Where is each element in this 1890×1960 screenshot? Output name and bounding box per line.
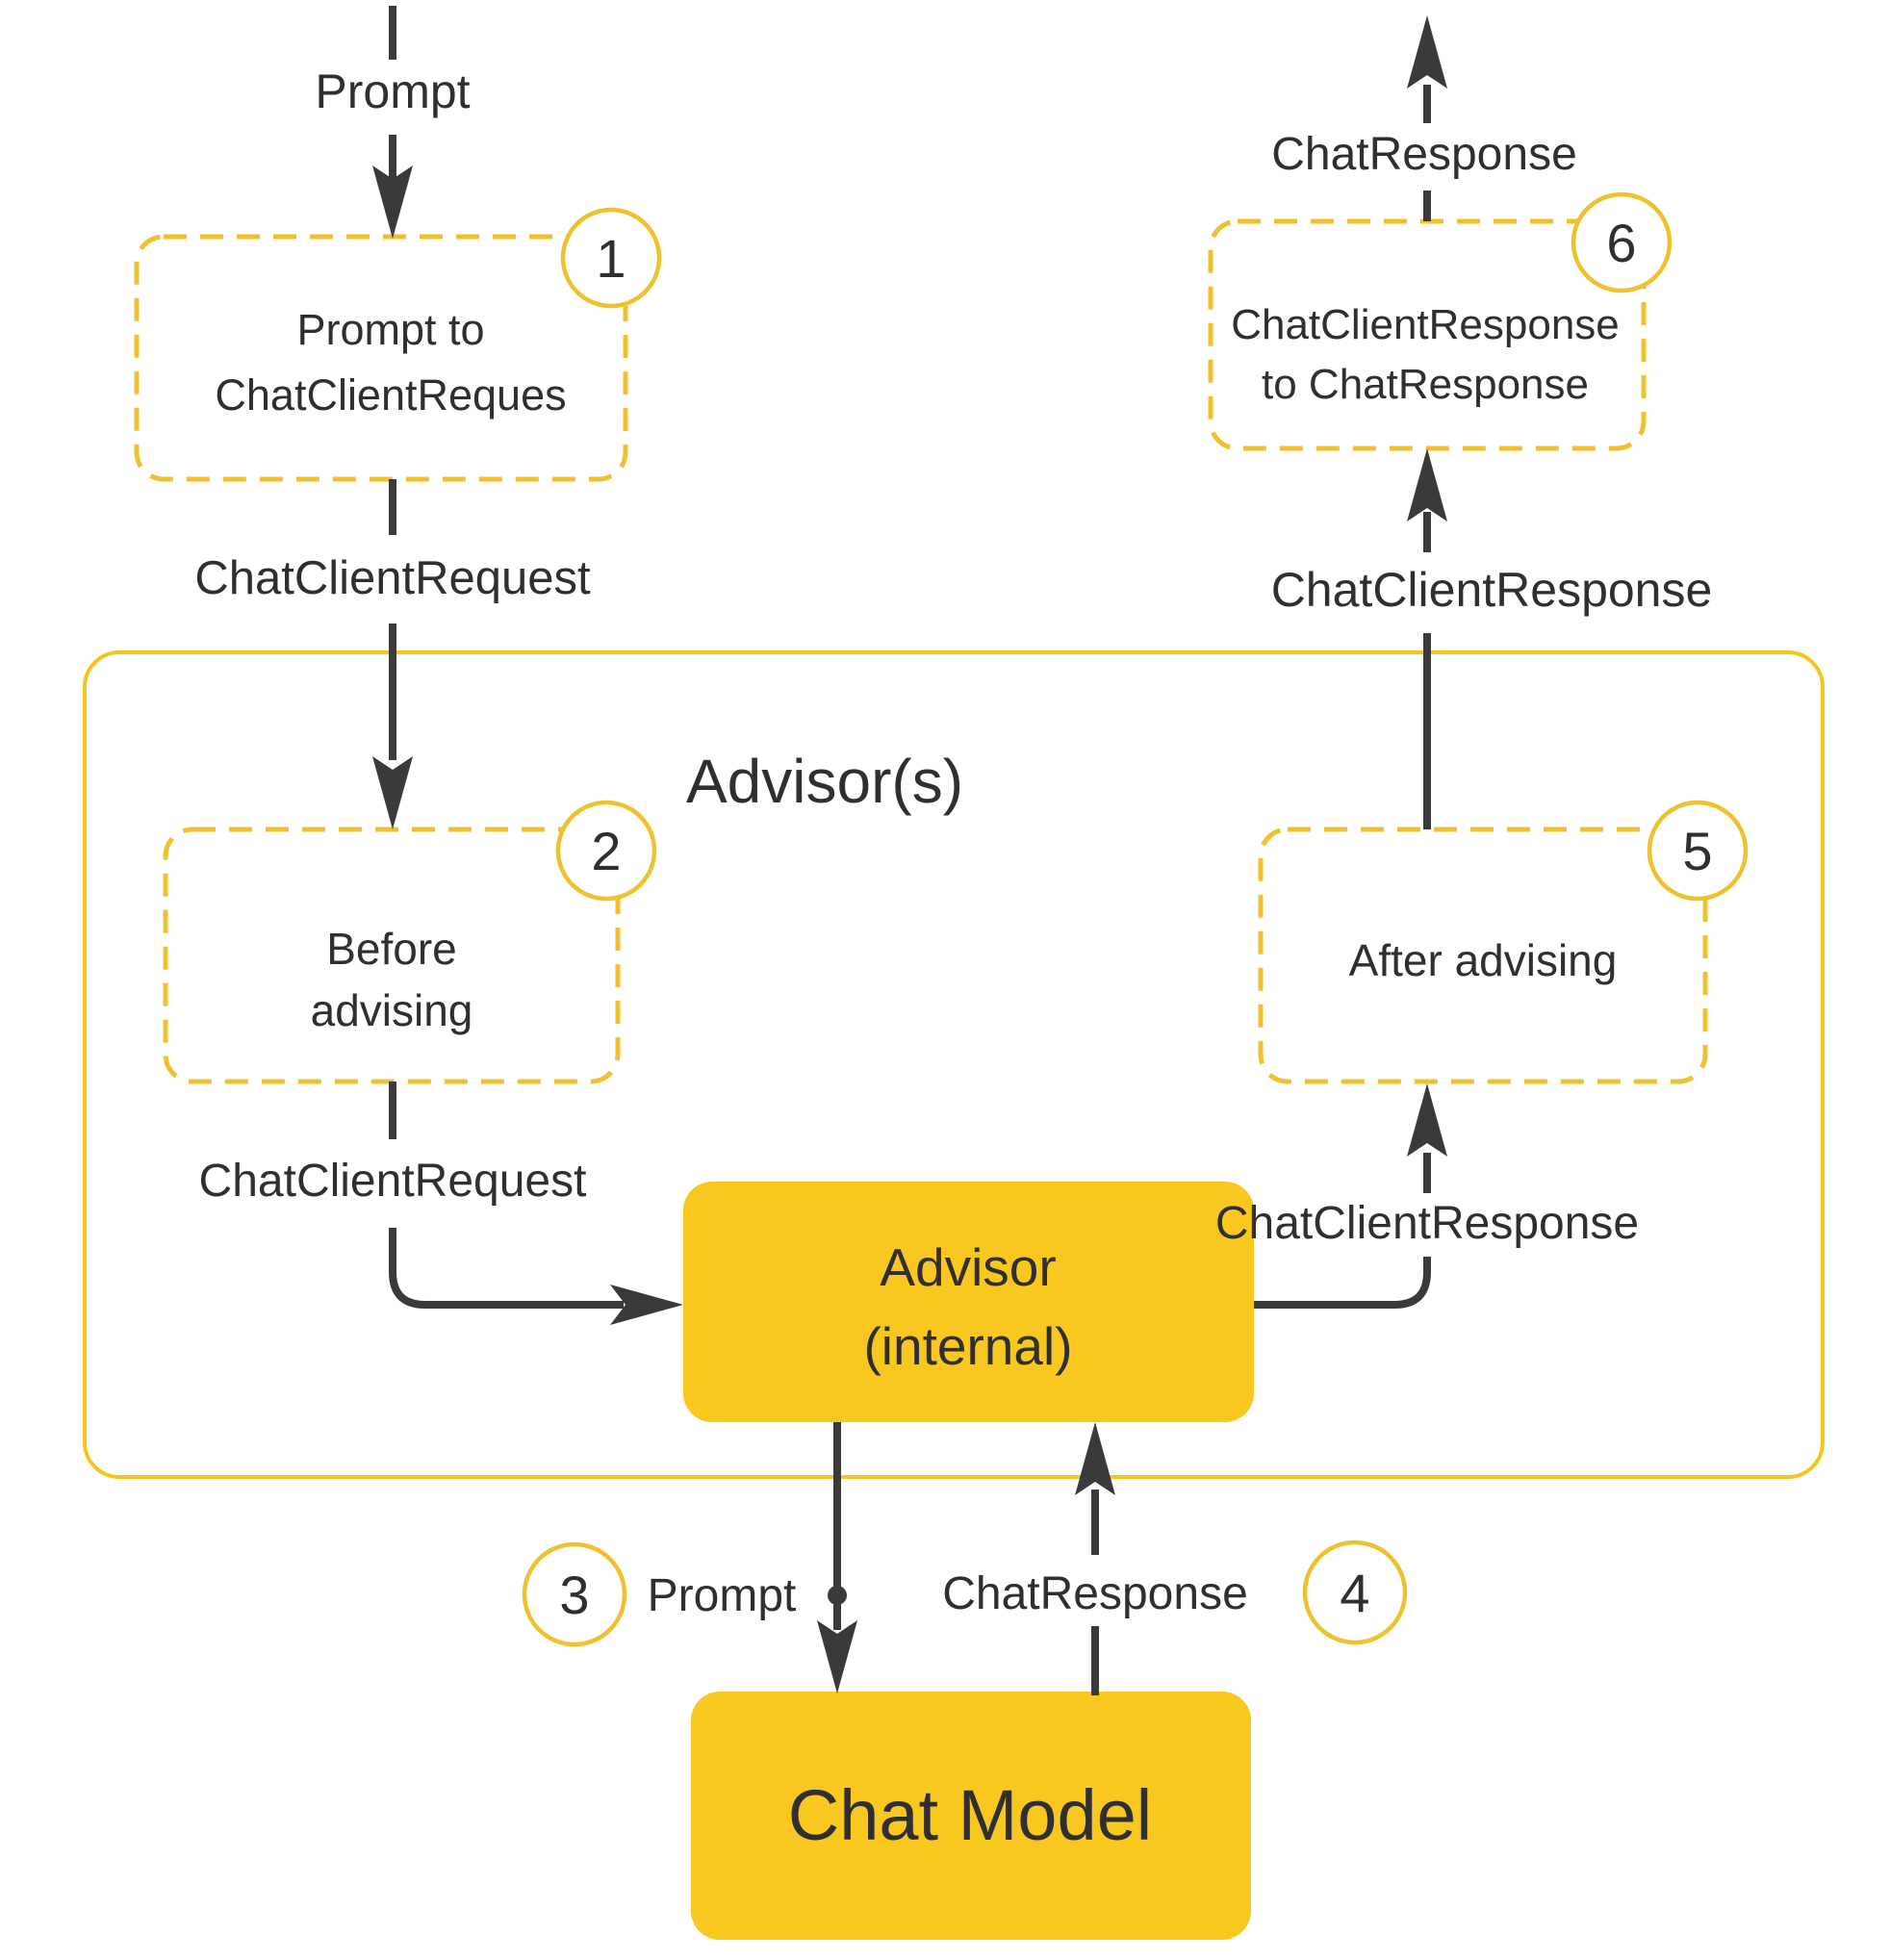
badge-number-5: 5 xyxy=(1682,821,1712,881)
chat-model-text: Chat Model xyxy=(788,1775,1152,1855)
step1-text-line1: Prompt to xyxy=(296,305,484,354)
badge-circle-1 xyxy=(560,207,662,309)
arrowhead-into-chatmodel xyxy=(817,1620,857,1693)
advisors-container-box xyxy=(83,650,1825,1479)
arrowhead-into-step1 xyxy=(372,165,413,239)
badge-circle-4 xyxy=(1302,1540,1408,1645)
step6-text-line2: to ChatResponse xyxy=(1262,361,1589,408)
prompt-line-dot xyxy=(828,1586,847,1605)
badge-number-3: 3 xyxy=(559,1565,589,1625)
step1-box-prompt-to-chatclientrequest xyxy=(134,234,628,482)
step2-text-line2: advising xyxy=(311,985,473,1035)
advisor-internal-text-line1: Advisor xyxy=(880,1237,1056,1297)
arrowhead-into-step5 xyxy=(1407,1083,1447,1157)
badge-number-6: 6 xyxy=(1606,213,1636,273)
label-chatresponse-top: ChatResponse xyxy=(1271,129,1577,180)
step6-text-line1: ChatClientResponse xyxy=(1231,301,1620,348)
label-chatresponse-bottom: ChatResponse xyxy=(942,1568,1248,1619)
step2-text-line1: Before xyxy=(326,924,457,974)
arrowhead-into-step6 xyxy=(1407,448,1447,522)
label-chatclientrequest-inner: ChatClientRequest xyxy=(199,1156,587,1207)
label-chatclientresponse-inner: ChatClientResponse xyxy=(1215,1198,1639,1249)
advisors-container-title: Advisor(s) xyxy=(686,747,963,816)
chat-model-node xyxy=(691,1692,1251,1940)
elbow-to-advisor-internal xyxy=(389,1228,624,1309)
step1-text-line2: ChatClientReques xyxy=(215,370,566,420)
arrowhead-into-advisor-internal xyxy=(610,1285,683,1325)
arrowhead-into-advisor-from-chatmodel xyxy=(1075,1422,1115,1495)
badge-number-2: 2 xyxy=(591,821,621,881)
badge-circle-6 xyxy=(1571,191,1673,293)
advisor-internal-text-line2: (internal) xyxy=(863,1316,1072,1376)
label-chatclientrequest-outer: ChatClientRequest xyxy=(194,552,591,604)
step5-text: After advising xyxy=(1349,935,1618,985)
label-prompt-bottom: Prompt xyxy=(648,1570,797,1621)
badge-number-4: 4 xyxy=(1340,1563,1369,1623)
badge-circle-5 xyxy=(1647,800,1749,902)
arrowhead-into-step2 xyxy=(372,756,413,829)
step5-box-after-advising xyxy=(1258,827,1708,1084)
label-prompt-top: Prompt xyxy=(315,64,470,118)
advisor-internal-exit-elbow xyxy=(1254,1257,1431,1309)
badge-circle-2 xyxy=(555,800,657,902)
badge-circle-3 xyxy=(522,1541,627,1647)
label-chatclientresponse-outer: ChatClientResponse xyxy=(1271,563,1713,617)
arrowhead-chatresponse-out xyxy=(1407,15,1447,89)
advisor-internal-node xyxy=(683,1182,1254,1422)
badge-number-1: 1 xyxy=(596,228,626,289)
